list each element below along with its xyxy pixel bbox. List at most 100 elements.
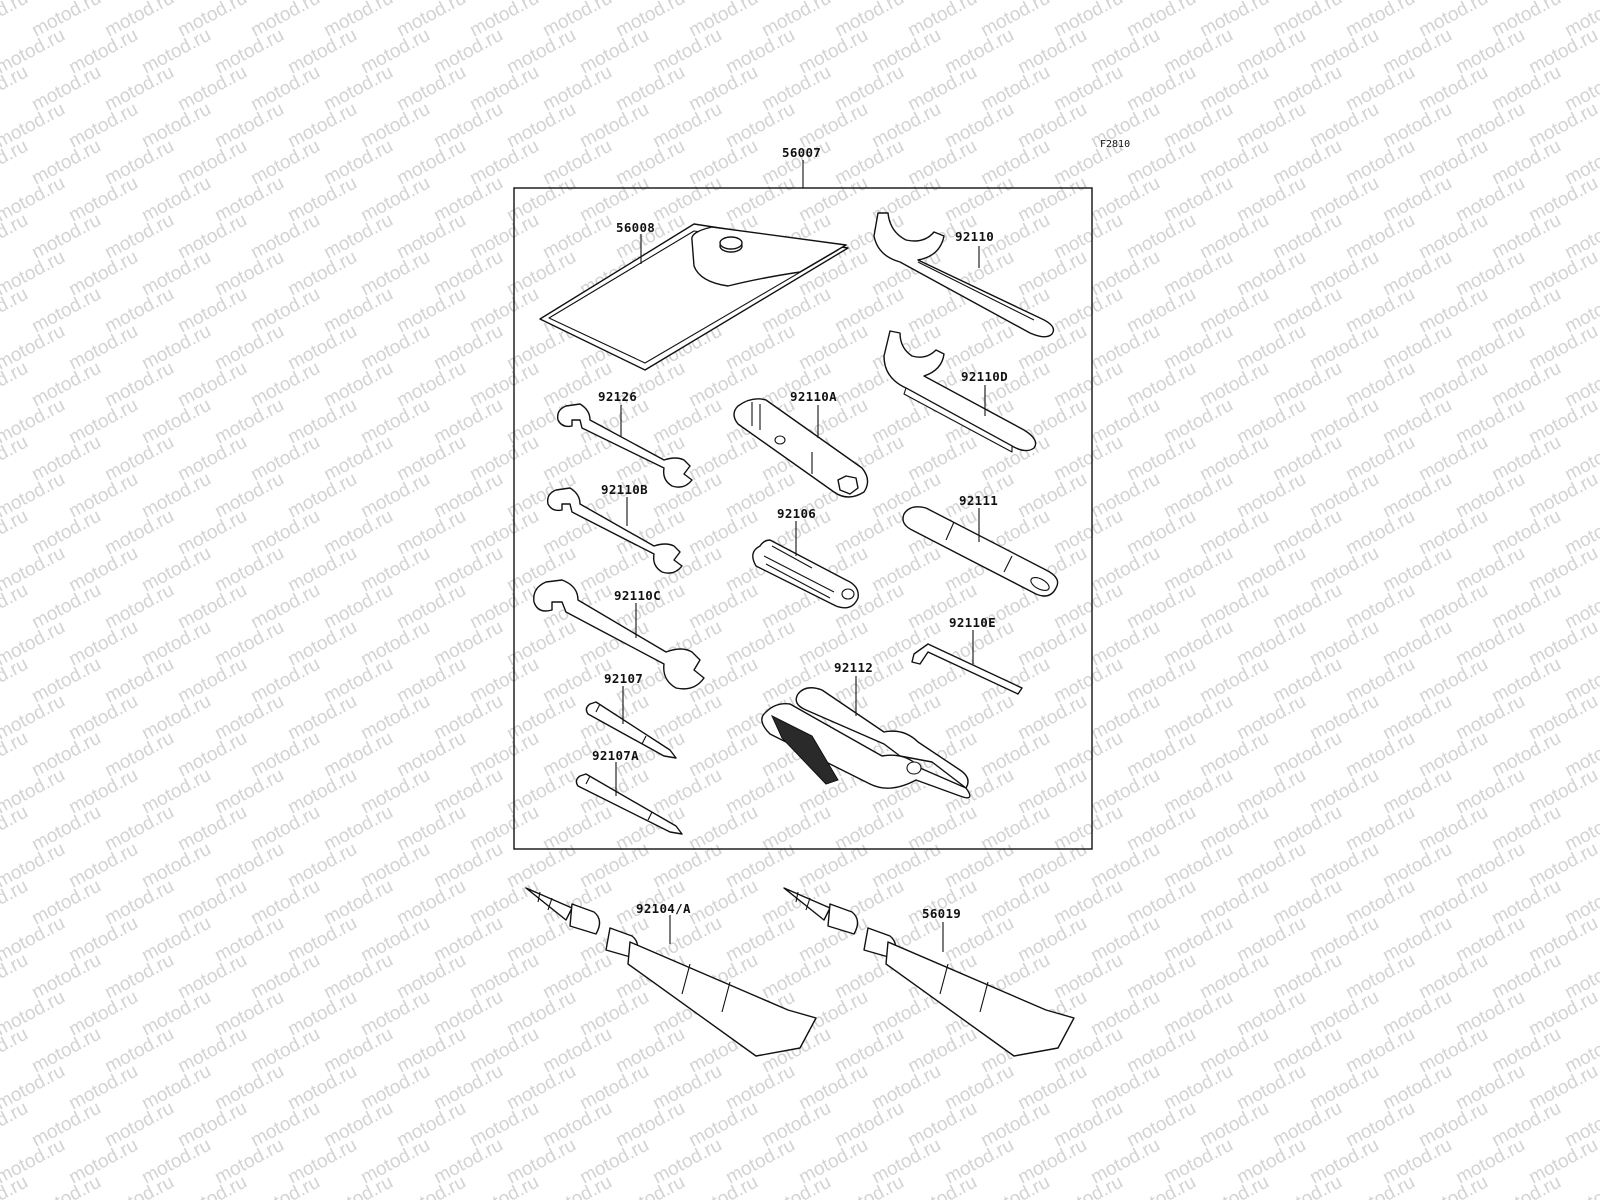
watermark-text: motod.ru bbox=[466, 1098, 542, 1152]
part-label-tool-kit[interactable]: 56007 bbox=[782, 145, 821, 160]
watermark-text: motod.ru bbox=[1269, 802, 1345, 856]
watermark-text: motod.ru bbox=[0, 802, 32, 856]
watermark-text: motod.ru bbox=[466, 432, 542, 486]
watermark-text: motod.ru bbox=[247, 506, 323, 560]
part-label-screwdriver-a[interactable]: 92107A bbox=[592, 748, 639, 763]
part-label-wrench-c[interactable]: 92110C bbox=[614, 588, 661, 603]
watermark-text: motod.ru bbox=[539, 802, 615, 856]
watermark-text: motod.ru bbox=[320, 358, 396, 412]
watermark-text: motod.ru bbox=[1415, 1172, 1491, 1200]
watermark-text: motod.ru bbox=[101, 1024, 177, 1078]
watermark-text: motod.ru bbox=[247, 654, 323, 708]
watermark-text: motod.ru bbox=[1123, 358, 1199, 412]
part-label-wrench-b[interactable]: 92110B bbox=[601, 482, 648, 497]
watermark-text: motod.ru bbox=[174, 1098, 250, 1152]
watermark-text: motod.ru bbox=[1342, 432, 1418, 486]
watermark-text: motod.ru bbox=[28, 284, 104, 338]
watermark-text: motod.ru bbox=[685, 802, 761, 856]
watermark-text: motod.ru bbox=[466, 950, 542, 1004]
watermark-text: motod.ru bbox=[101, 1172, 177, 1200]
watermark-text: motod.ru bbox=[28, 432, 104, 486]
watermark-text: motod.ru bbox=[1488, 432, 1564, 486]
watermark-text: motod.ru bbox=[28, 1024, 104, 1078]
watermark-text: motod.ru bbox=[28, 950, 104, 1004]
pliers-drawing bbox=[761, 687, 971, 799]
watermark-text: motod.ru bbox=[758, 136, 834, 190]
watermark-text: motod.ru bbox=[1269, 284, 1345, 338]
watermark-text: motod.ru bbox=[393, 654, 469, 708]
screwdriver-drawing bbox=[585, 701, 677, 759]
watermark-text: motod.ru bbox=[1342, 284, 1418, 338]
watermark-text: motod.ru bbox=[1415, 136, 1491, 190]
watermark-text: motod.ru bbox=[0, 950, 32, 1004]
watermark-text: motod.ru bbox=[1342, 210, 1418, 264]
watermark-text: motod.ru bbox=[1123, 1172, 1199, 1200]
c-spanner-drawing bbox=[873, 212, 1055, 338]
part-label-wrench-92126[interactable]: 92126 bbox=[598, 389, 637, 404]
watermark-text: motod.ru bbox=[393, 876, 469, 930]
watermark-text: motod.ru bbox=[1269, 432, 1345, 486]
watermark-text: motod.ru bbox=[28, 210, 104, 264]
watermark-text: motod.ru bbox=[393, 1024, 469, 1078]
watermark-text: motod.ru bbox=[393, 358, 469, 412]
part-label-grease-tube[interactable]: 92104/A bbox=[636, 901, 691, 916]
part-label-box-wrench[interactable]: 92110A bbox=[790, 389, 837, 404]
watermark-text: motod.ru bbox=[539, 950, 615, 1004]
watermark-text: motod.ru bbox=[1269, 1098, 1345, 1152]
watermark-text: motod.ru bbox=[685, 136, 761, 190]
watermark-text: motod.ru bbox=[1415, 358, 1491, 412]
watermark-text: motod.ru bbox=[1415, 284, 1491, 338]
watermark-text: motod.ru bbox=[1123, 210, 1199, 264]
watermark-text: motod.ru bbox=[1196, 62, 1272, 116]
watermark-text: motod.ru bbox=[1050, 950, 1126, 1004]
watermark-text: motod.ru bbox=[28, 506, 104, 560]
watermark-text: motod.ru bbox=[247, 950, 323, 1004]
watermark-text: motod.ru bbox=[1123, 654, 1199, 708]
watermark-text: motod.ru bbox=[101, 284, 177, 338]
part-label-spanner-c-d[interactable]: 92110D bbox=[961, 369, 1008, 384]
watermark-text: motod.ru bbox=[466, 580, 542, 634]
watermark-text: motod.ru bbox=[393, 950, 469, 1004]
watermark-text: motod.ru bbox=[28, 1172, 104, 1200]
part-label-grease-tube-2[interactable]: 56019 bbox=[922, 906, 961, 921]
part-label-pouch[interactable]: 56008 bbox=[616, 220, 655, 235]
watermark-text: motod.ru bbox=[1342, 1024, 1418, 1078]
part-label-socket-handle[interactable]: 92106 bbox=[777, 506, 816, 521]
watermark-text: motod.ru bbox=[466, 876, 542, 930]
handle-bar-drawing bbox=[902, 506, 1059, 597]
watermark-text: motod.ru bbox=[247, 358, 323, 412]
watermark-text: motod.ru bbox=[977, 728, 1053, 782]
watermark-text: motod.ru bbox=[247, 136, 323, 190]
watermark-text: motod.ru bbox=[247, 1098, 323, 1152]
watermark-text: motod.ru bbox=[612, 1172, 688, 1200]
watermark-text: motod.ru bbox=[1269, 506, 1345, 560]
watermark-text: motod.ru bbox=[1050, 210, 1126, 264]
part-label-pliers[interactable]: 92112 bbox=[834, 660, 873, 675]
watermark-text: motod.ru bbox=[612, 62, 688, 116]
watermark-text: motod.ru bbox=[393, 802, 469, 856]
watermark-text: motod.ru bbox=[466, 358, 542, 412]
watermark-text: motod.ru bbox=[1269, 210, 1345, 264]
part-label-hex-key[interactable]: 92110E bbox=[949, 615, 996, 630]
watermark-text: motod.ru bbox=[174, 580, 250, 634]
watermark-text: motod.ru bbox=[1342, 506, 1418, 560]
watermark-text: motod.ru bbox=[1123, 580, 1199, 634]
watermark-text: motod.ru bbox=[1050, 728, 1126, 782]
watermark-text: motod.ru bbox=[1488, 876, 1564, 930]
watermark-text: motod.ru bbox=[320, 432, 396, 486]
watermark-text: motod.ru bbox=[1269, 1024, 1345, 1078]
watermark-text: motod.ru bbox=[904, 136, 980, 190]
watermark-text: motod.ru bbox=[320, 284, 396, 338]
watermark-text: motod.ru bbox=[320, 580, 396, 634]
watermark-text: motod.ru bbox=[28, 1098, 104, 1152]
wrench-c-drawing bbox=[533, 579, 705, 690]
watermark-text: motod.ru bbox=[758, 876, 834, 930]
part-label-spanner-c[interactable]: 92110 bbox=[955, 229, 994, 244]
watermark-text: motod.ru bbox=[28, 62, 104, 116]
watermark-text: motod.ru bbox=[1415, 654, 1491, 708]
watermark-text: motod.ru bbox=[247, 802, 323, 856]
watermark-text: motod.ru bbox=[101, 62, 177, 116]
watermark-text: motod.ru bbox=[1488, 802, 1564, 856]
part-label-handle-bar[interactable]: 92111 bbox=[959, 493, 998, 508]
part-label-screwdriver[interactable]: 92107 bbox=[604, 671, 643, 686]
